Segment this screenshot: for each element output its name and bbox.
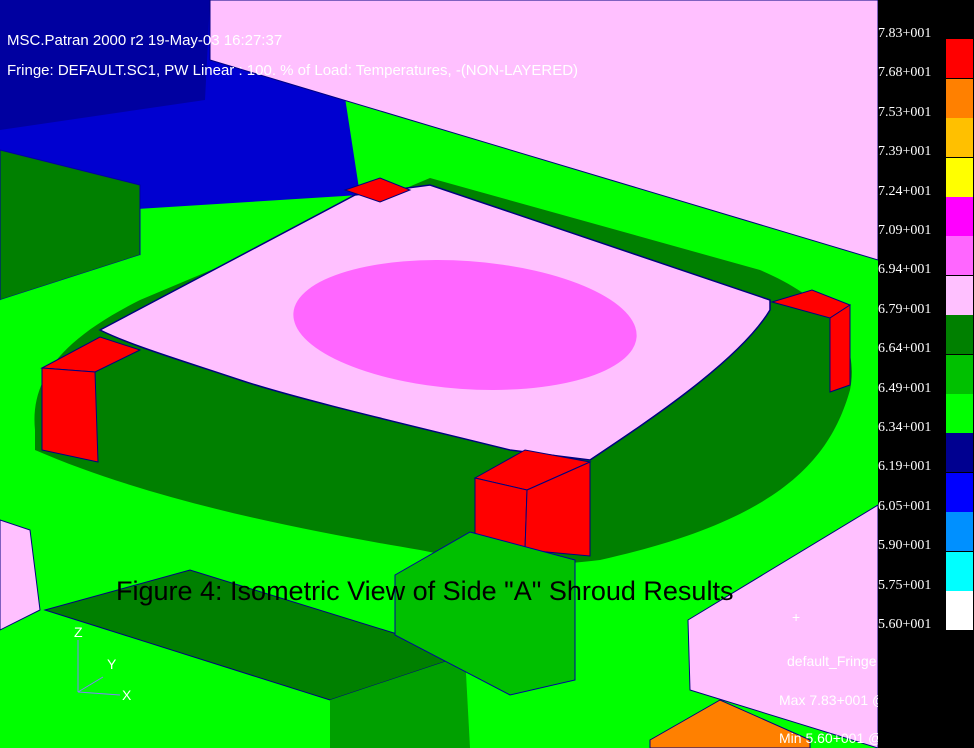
legend-tick-label: 7.68+001 xyxy=(878,65,932,81)
red-corner-top xyxy=(343,177,412,203)
legend-tick-label: 5.75+001 xyxy=(878,577,932,593)
axis-triad: Z Y X xyxy=(68,622,148,712)
legend-swatch xyxy=(946,315,973,355)
legend-tick-label: 7.83+001 xyxy=(878,26,932,41)
triad-lines xyxy=(77,640,121,696)
legend-tick-label: 6.94+001 xyxy=(878,262,932,278)
legend-tick-label: 6.79+001 xyxy=(878,301,932,317)
legend-tick-label: 6.49+001 xyxy=(878,380,932,396)
fringe-max: Max 7.83+001 @Nd 96812 xyxy=(779,692,878,708)
figure-caption: Figure 4: Isometric View of Side "A" Shr… xyxy=(116,576,734,606)
legend-swatch xyxy=(946,512,973,552)
axis-z-label: Z xyxy=(74,624,83,640)
legend-swatch xyxy=(946,197,973,236)
fem-scene: + xyxy=(0,0,878,748)
legend-tick-label: 7.24+001 xyxy=(878,183,932,199)
axis-y-label: Y xyxy=(107,656,117,672)
legend-swatch xyxy=(946,275,973,315)
red-corner-right-face xyxy=(829,304,851,393)
legend-swatch xyxy=(946,0,973,39)
fringe-min: Min 5.60+001 @Nd 5800 xyxy=(779,730,878,746)
legend-swatch xyxy=(946,157,973,197)
right-lower-pink xyxy=(687,504,878,748)
legend-swatch xyxy=(946,354,973,394)
legend-swatch xyxy=(946,551,973,591)
lower-green-box-face xyxy=(330,655,470,748)
legend-tick-label: 7.53+001 xyxy=(878,104,932,120)
fringe-description: Fringe: DEFAULT.SC1, PW Linear : 100. % … xyxy=(7,62,579,79)
legend-swatch xyxy=(946,591,973,630)
center-pad xyxy=(293,260,637,390)
legend-tick-label: 6.64+001 xyxy=(878,341,932,357)
legend-swatch xyxy=(946,236,973,276)
left-floor-strip xyxy=(0,255,150,320)
dark-blue-region xyxy=(0,0,210,130)
legend-swatch xyxy=(946,433,973,473)
legend-tick-label: 7.39+001 xyxy=(878,144,932,160)
fringe-name: default_Fringe : xyxy=(787,653,878,669)
legend-swatch xyxy=(946,39,973,79)
red-corner-front-side xyxy=(524,461,591,557)
legend-swatch xyxy=(946,78,973,118)
legend-tick-label: 6.05+001 xyxy=(878,498,932,514)
legend-tick-label: 7.09+001 xyxy=(878,223,932,238)
fringe-legend: 7.83+001 7.68+001 7.53+001 7.39+001 7.24+001… xyxy=(878,0,974,748)
axis-x-label: X xyxy=(122,687,132,703)
red-corner-left-face xyxy=(41,367,99,463)
front-green-box xyxy=(394,531,576,696)
lower-left-pink xyxy=(0,519,41,631)
orange-block xyxy=(649,699,811,748)
legend-tick-label: 6.34+001 xyxy=(878,420,932,435)
legend-swatch xyxy=(946,472,973,512)
legend-tick-label: 6.19+001 xyxy=(878,459,932,475)
cursor-mark: + xyxy=(792,609,800,625)
legend-swatch xyxy=(946,118,973,158)
right-pink-wall xyxy=(209,0,878,261)
legend-swatch xyxy=(946,394,973,433)
legend-tick-label: 5.60+001 xyxy=(878,617,932,632)
viewport-title: MSC.Patran 2000 r2 19-May-03 16:27:37 xyxy=(7,32,283,49)
model-viewport[interactable]: + MSC.Patran 2000 r2 19-May-03 16:27:37 … xyxy=(0,0,878,748)
legend-tick-label: 5.90+001 xyxy=(878,538,932,554)
